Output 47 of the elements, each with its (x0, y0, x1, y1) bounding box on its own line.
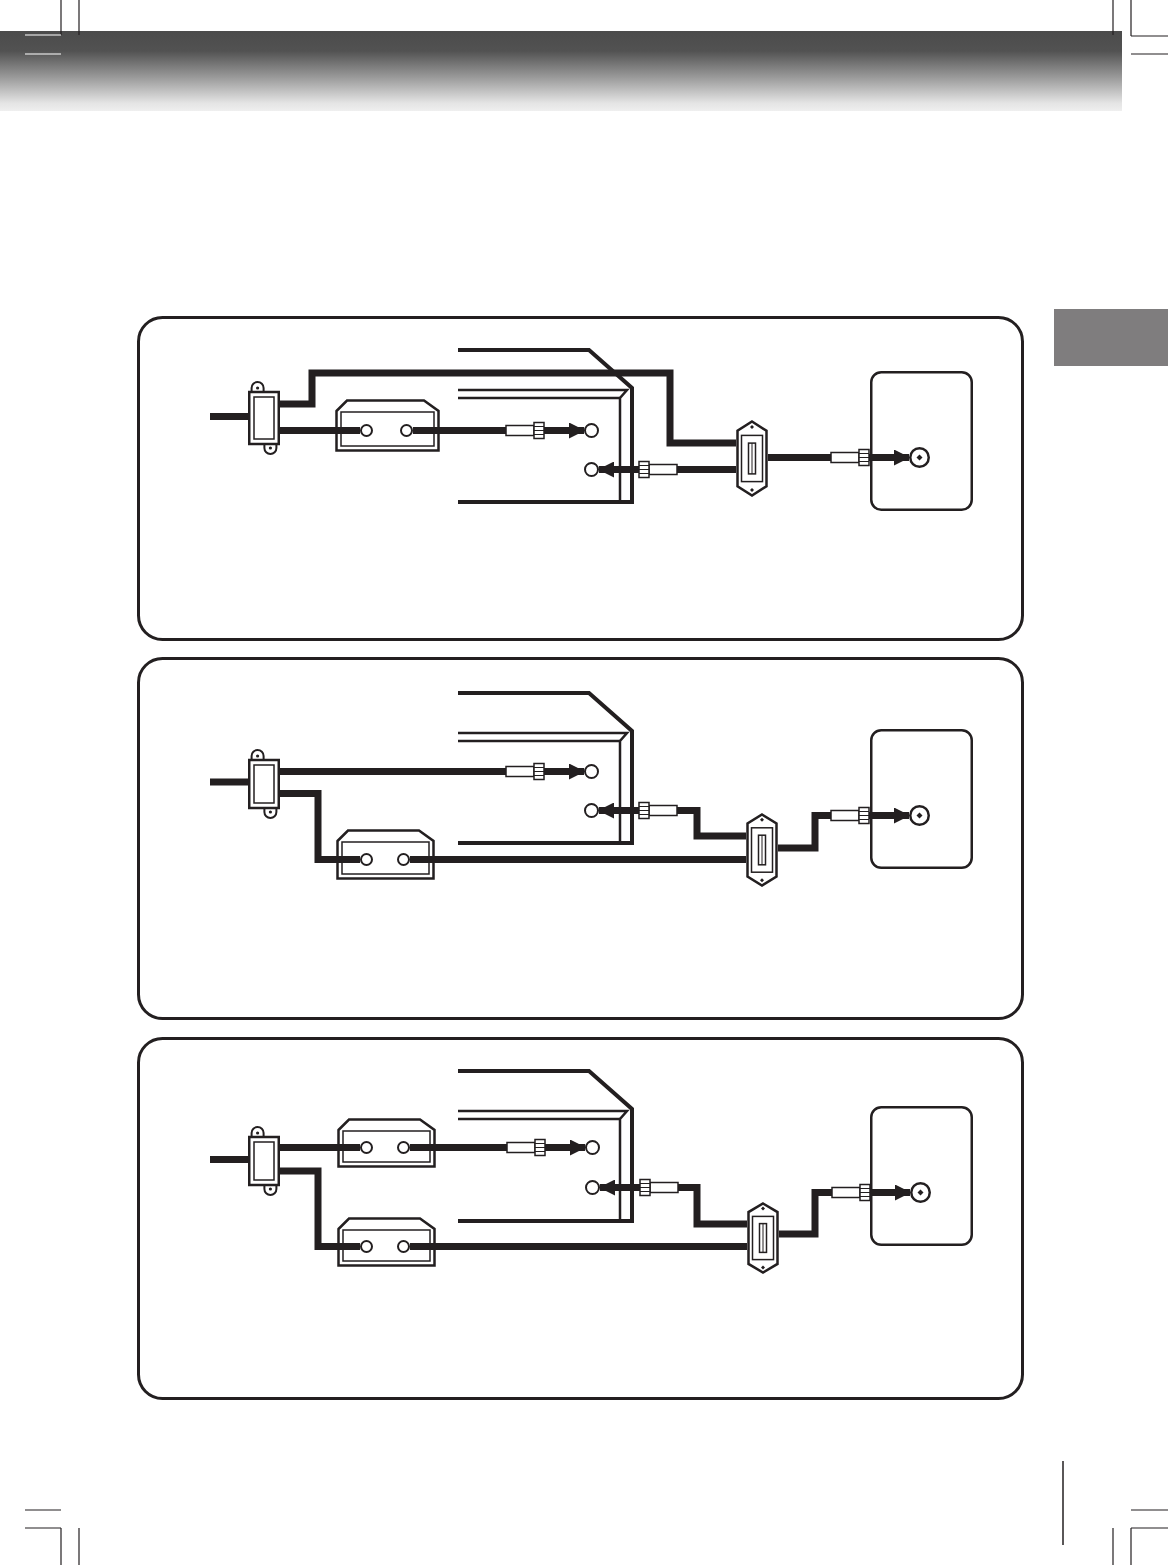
jack-socket (397, 1240, 410, 1253)
coax-cable (280, 763, 585, 780)
jack-socket (360, 1240, 373, 1253)
jack-socket (397, 853, 410, 866)
coax-cable (779, 1184, 911, 1238)
cable-box (337, 1118, 436, 1168)
coax-cable (410, 1243, 747, 1250)
jack-socket (584, 423, 599, 438)
antenna-jack (909, 805, 930, 826)
jack-socket (397, 1141, 410, 1154)
jack-socket (360, 424, 373, 437)
rounded-panel (137, 1037, 1024, 1400)
jack-socket (584, 764, 599, 779)
rounded-panel (137, 657, 1024, 1020)
antenna-jack (910, 1182, 931, 1203)
cable-box (336, 829, 435, 880)
coax-cable (410, 856, 746, 863)
signal-splitter (248, 1126, 280, 1196)
jack-socket (584, 462, 599, 477)
cable-box (337, 1217, 436, 1267)
jack-socket (360, 853, 373, 866)
coax-cable (410, 1139, 586, 1156)
antenna-jack (909, 447, 930, 468)
tv-panel (870, 1106, 973, 1246)
coax-cable (280, 427, 360, 434)
coax-cable (413, 422, 585, 439)
cable-box (335, 399, 440, 452)
coax-cable (280, 790, 360, 863)
vcr-rear-panel (458, 348, 634, 504)
rounded-panel (137, 316, 1024, 641)
side-tab (1054, 309, 1168, 366)
vcr-rear-panel (458, 691, 634, 845)
jack-socket (585, 1180, 600, 1195)
jack-socket (400, 424, 413, 437)
jack-socket (585, 1140, 600, 1155)
vcr-rear-panel (458, 1069, 634, 1223)
coax-cable (598, 802, 746, 840)
signal-splitter (248, 381, 280, 455)
jack-socket (360, 1141, 373, 1154)
coax-cable (280, 1144, 360, 1151)
jack-socket (584, 803, 599, 818)
coax-cable (280, 369, 736, 447)
coax-cable (280, 1167, 360, 1250)
signal-splitter (248, 749, 280, 819)
rf-switch (736, 420, 768, 497)
tv-panel (870, 729, 973, 869)
tv-panel (870, 371, 973, 511)
